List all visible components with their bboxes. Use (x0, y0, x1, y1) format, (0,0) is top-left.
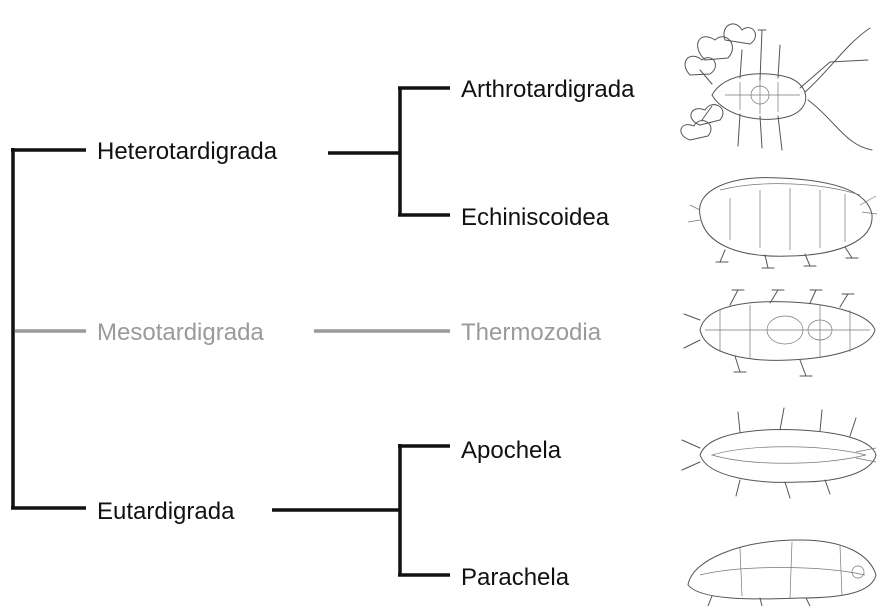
apochela-label: Apochela (461, 437, 562, 464)
thermozodia-drawing (684, 290, 875, 376)
echiniscoid-drawing (688, 178, 877, 268)
order-labels: Arthrotardigrada Echiniscoidea Thermozod… (461, 76, 635, 591)
apochela-drawing (682, 408, 876, 498)
arthrotardigrade-drawing (681, 24, 872, 150)
eutardigrada-label: Eutardigrada (97, 498, 235, 525)
class-labels: Heterotardigrada Mesotardigrada Eutardig… (97, 138, 278, 525)
thermozodia-label: Thermozodia (461, 319, 602, 346)
parachela-label: Parachela (461, 564, 570, 591)
arthrotardigrada-label: Arthrotardigrada (461, 76, 635, 103)
mesotardigrada-label: Mesotardigrada (97, 319, 264, 346)
echiniscoidea-label: Echiniscoidea (461, 204, 610, 231)
parachela-drawing (688, 540, 876, 606)
heterotardigrada-label: Heterotardigrada (97, 138, 278, 165)
